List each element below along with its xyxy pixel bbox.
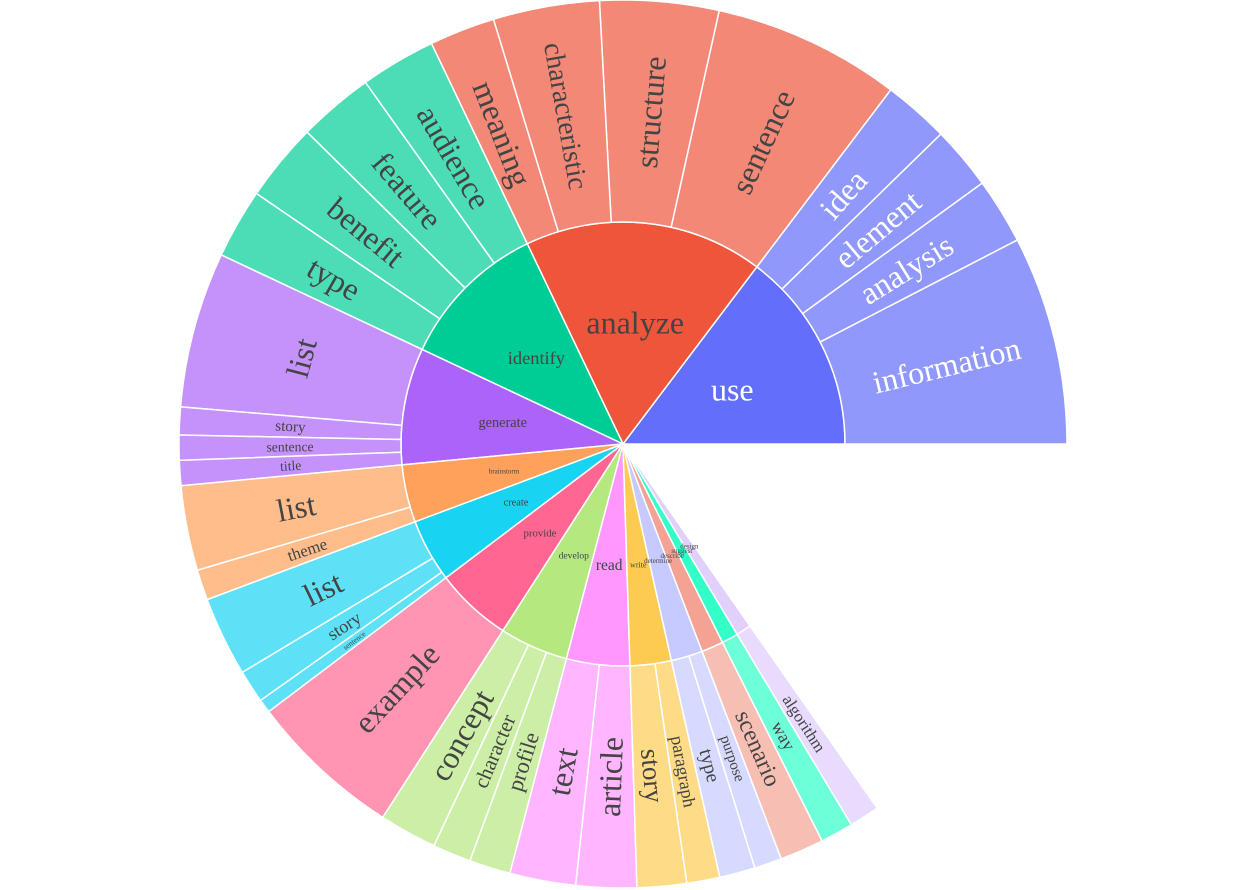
outer-label-read-article: article	[591, 736, 630, 817]
outer-label-brainstorm-list: list	[273, 486, 318, 529]
outer-label-generate-story: story	[275, 417, 307, 436]
outer-label-generate-title: title	[280, 458, 302, 474]
outer-label-generate-sentence: sentence	[266, 439, 313, 454]
inner-label-analyze: analyze	[586, 305, 684, 341]
inner-label-use: use	[711, 372, 754, 408]
inner-label-identify: identify	[508, 348, 566, 368]
outer-label-write-story: story	[635, 747, 670, 804]
inner-label-provide: provide	[523, 528, 556, 540]
inner-label-describe: describe	[661, 552, 684, 560]
inner-label-write: write	[630, 561, 647, 570]
outer-ring	[178, 0, 1068, 889]
inner-label-brainstorm: brainstorm	[489, 467, 520, 475]
inner-ring	[400, 221, 846, 667]
inner-label-generate: generate	[479, 415, 527, 431]
inner-label-create: create	[504, 497, 529, 508]
inner-label-develop: develop	[559, 550, 590, 561]
inner-label-design: design	[680, 542, 699, 550]
inner-label-read: read	[596, 557, 623, 574]
outer-segment-design-algorithm[interactable]	[736, 624, 879, 826]
outer-label-read-text: text	[541, 745, 585, 799]
inner-label-suggest: suggest	[671, 547, 692, 555]
inner-label-determine: determine	[644, 557, 672, 565]
